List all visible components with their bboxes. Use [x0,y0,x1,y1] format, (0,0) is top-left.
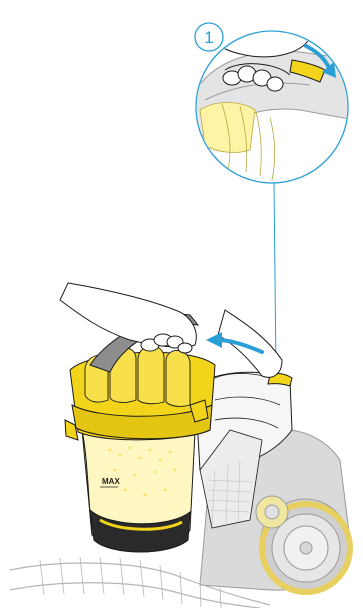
cyclone-assembly [65,346,215,440]
clear-bin: MAX [82,423,195,552]
step-number: 1 [204,28,213,47]
detail-inset: 1 [195,21,355,183]
leader-line [274,183,276,372]
max-label: MAX [102,477,120,486]
wheel-small [256,496,288,528]
step-badge: 1 [195,23,223,51]
vacuum-cleaner: MAX [10,283,350,608]
